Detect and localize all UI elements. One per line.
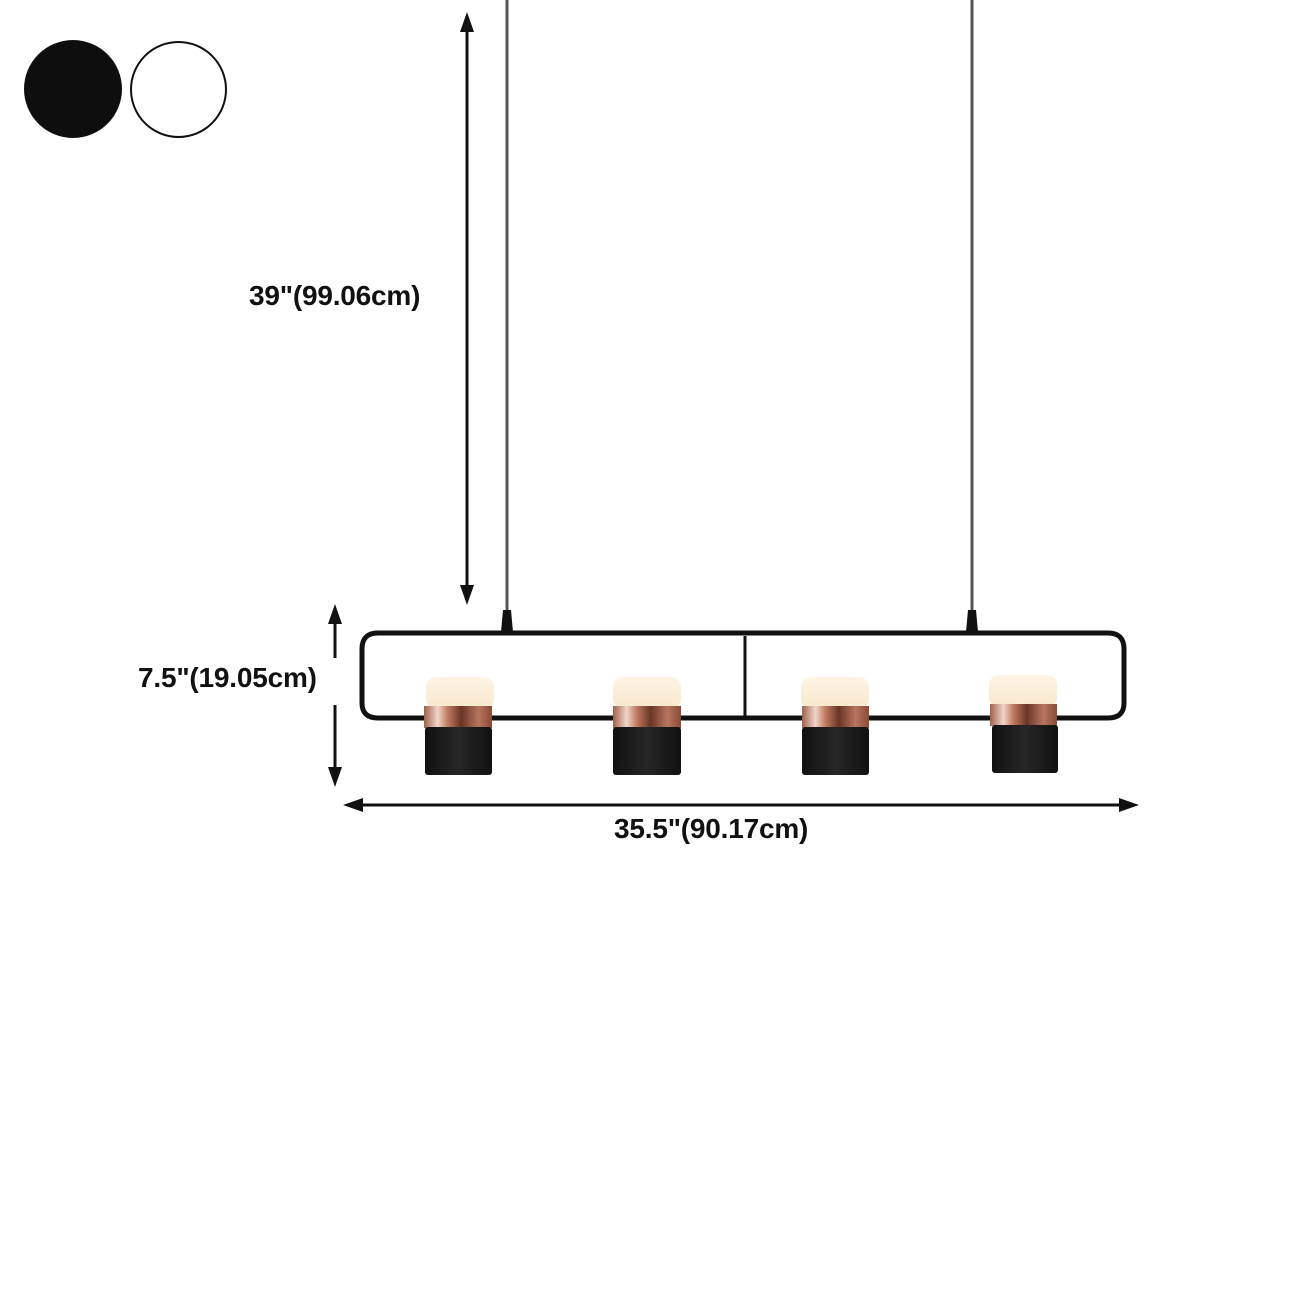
color-swatch-white[interactable] xyxy=(130,41,227,138)
drop-height-arrow xyxy=(460,12,474,605)
fixture-width-label: 35.5"(90.17cm) xyxy=(614,813,809,844)
fixture-height-label: 7.5"(19.05cm) xyxy=(138,662,317,693)
color-swatch-black[interactable] xyxy=(24,40,122,138)
light-3 xyxy=(801,677,869,775)
light-2 xyxy=(613,677,681,775)
drop-height-label: 39"(99.06cm) xyxy=(249,280,421,311)
pendant-frame xyxy=(359,630,1127,721)
fixture-height-arrow xyxy=(328,604,342,787)
suspension-cables xyxy=(501,0,978,632)
light-1 xyxy=(424,677,494,775)
light-4 xyxy=(989,675,1058,773)
fixture-width-arrow xyxy=(343,798,1139,812)
